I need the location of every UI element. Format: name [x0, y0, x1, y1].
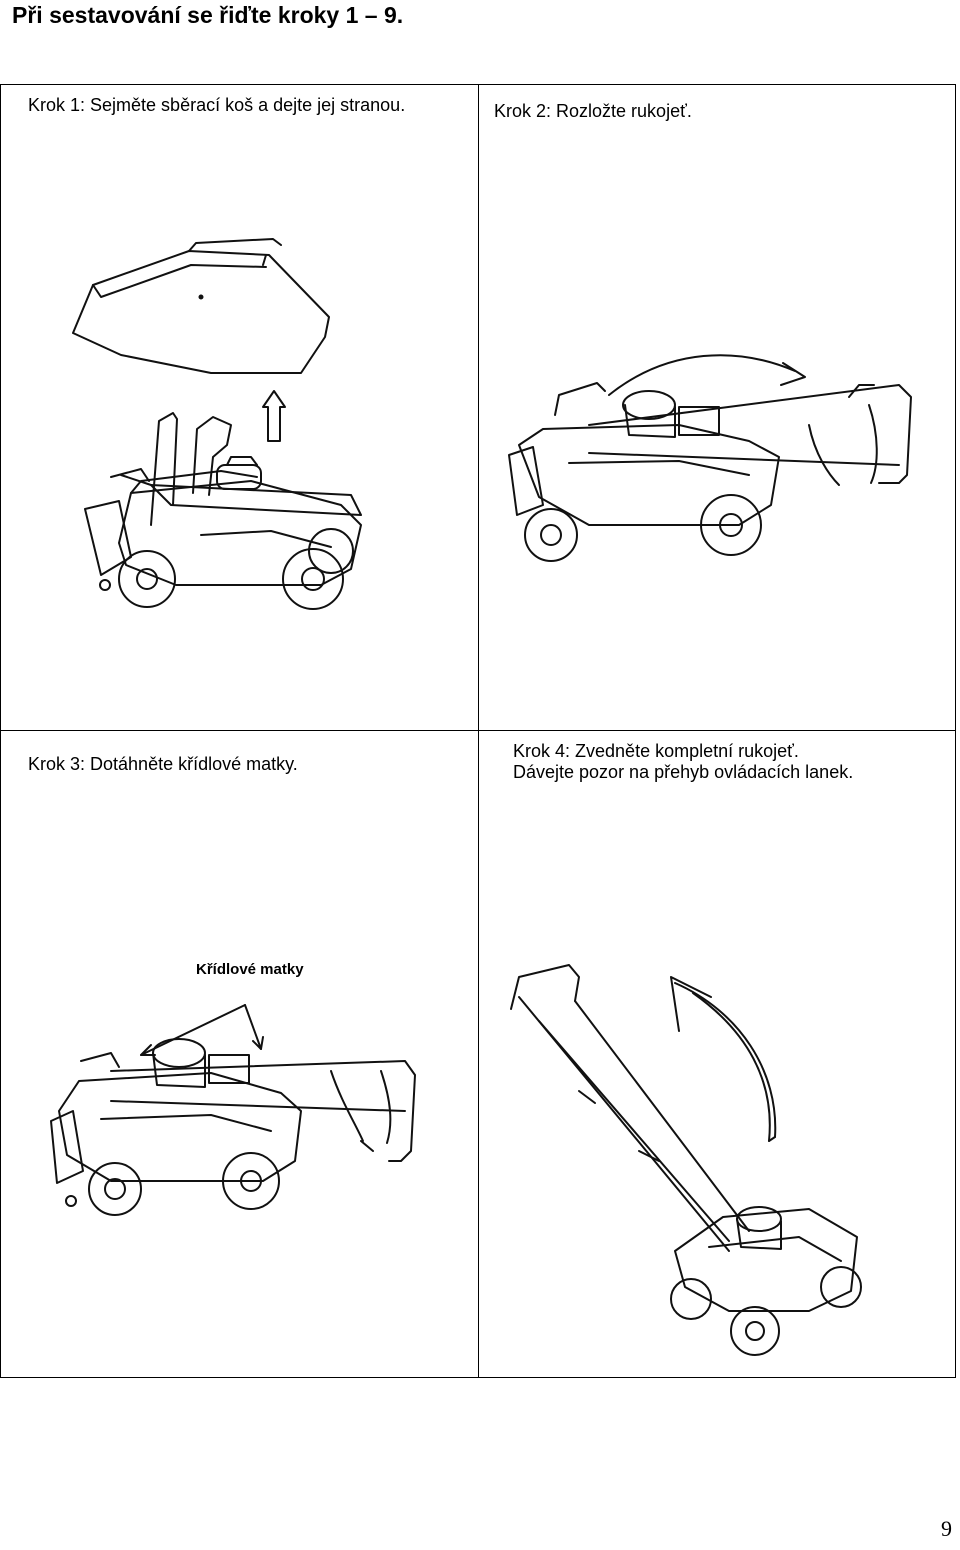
lawn-mower-icon: [50, 1038, 416, 1216]
steps-grid: Krok 1: Sejměte sběrací koš a dejte jej …: [0, 84, 956, 1378]
step-2-cell: Krok 2: Rozložte rukojeť.: [479, 85, 955, 731]
up-arrow-icon: [262, 390, 286, 442]
step-3-cell: Krok 3: Dotáhněte křídlové matky. Křídlo…: [1, 731, 479, 1377]
step-4-illustration: [510, 964, 862, 1356]
step-4-text: Krok 4: Zvedněte kompletní rukojeť. Dáve…: [513, 741, 943, 783]
step-2-text: Krok 2: Rozložte rukojeť.: [494, 101, 692, 121]
step-3-text: Krok 3: Dotáhněte křídlové matky.: [28, 754, 298, 774]
step-3-illustration: [50, 1004, 416, 1216]
wing-nuts-callout: Křídlové matky: [196, 961, 304, 978]
curved-arrow-icon: [608, 354, 806, 396]
step-4-line-1: Krok 4: Zvedněte kompletní rukojeť.: [513, 741, 799, 761]
step-1-illustration: [72, 238, 362, 610]
step-4-cell: Krok 4: Zvedněte kompletní rukojeť. Dáve…: [479, 731, 955, 1377]
step-1-cell: Krok 1: Sejměte sběrací koš a dejte jej …: [1, 85, 479, 731]
curved-up-arrow-icon: [670, 976, 777, 1142]
step-4-line-2: Dávejte pozor na přehyb ovládacích lanek…: [513, 762, 854, 782]
step-1-text: Krok 1: Sejměte sběrací koš a dejte jej …: [28, 95, 406, 115]
grass-bag-icon: [72, 238, 330, 374]
page-heading: Při sestavování se řiďte kroky 1 – 9.: [12, 2, 404, 28]
pointer-arrow-icon: [140, 1004, 264, 1056]
lawn-mower-icon: [508, 382, 912, 562]
lawn-mower-icon: [84, 412, 362, 610]
step-2-illustration: [508, 354, 912, 562]
lawn-mower-icon: [510, 964, 862, 1356]
page-number: 9: [941, 1516, 952, 1541]
